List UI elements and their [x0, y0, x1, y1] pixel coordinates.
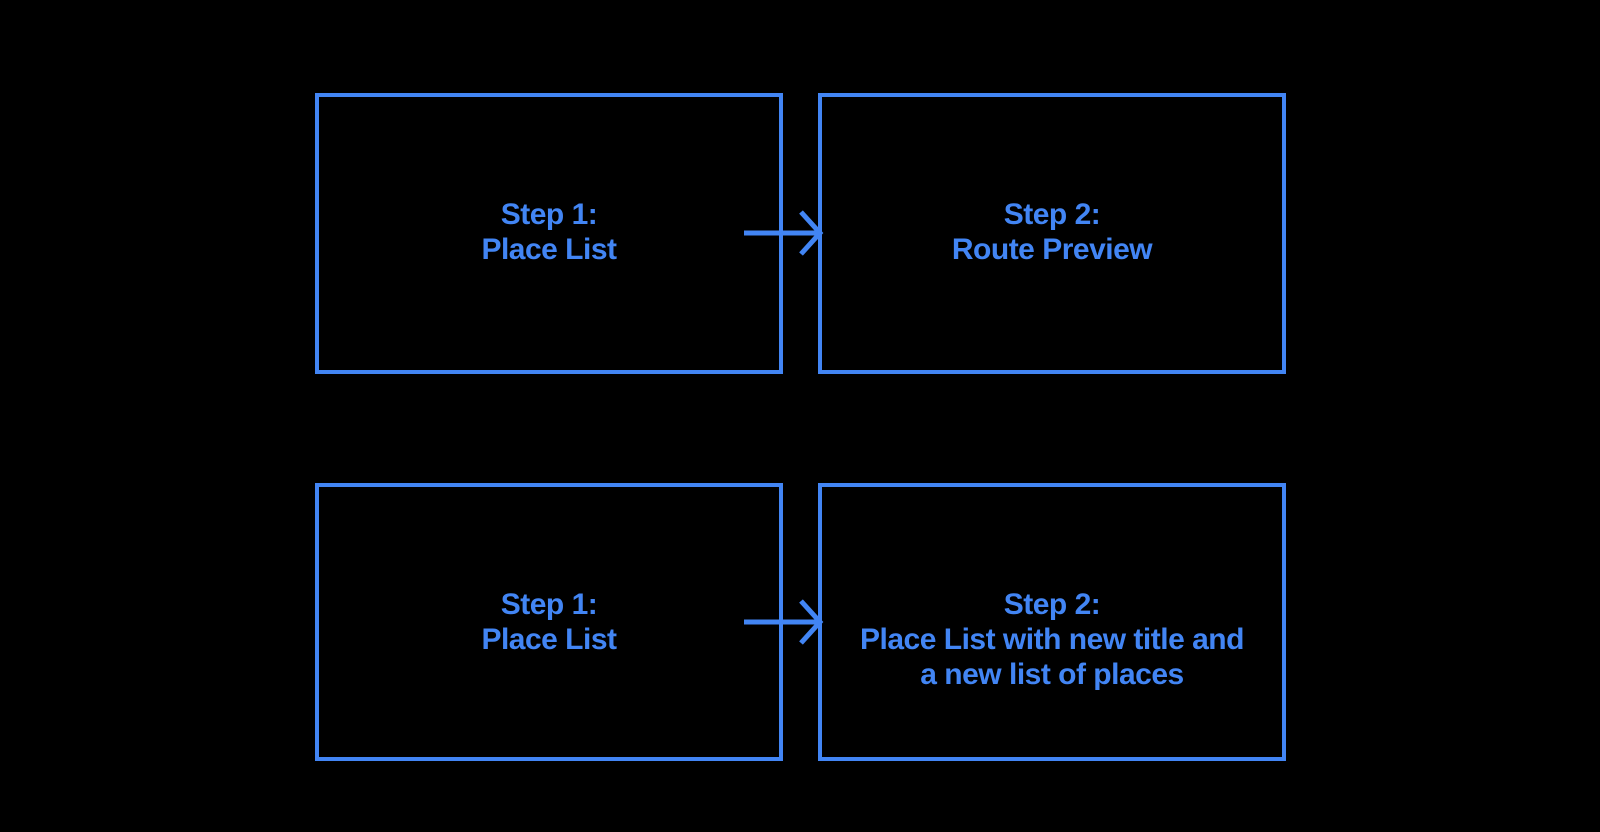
box-label-line: a new list of places: [920, 658, 1184, 691]
box-label-line: Place List: [481, 623, 617, 656]
box-label: Step 2: Place List with new title and a …: [822, 587, 1282, 692]
box-label: Step 1: Place List: [319, 197, 779, 267]
arrow-right-row2-icon: [744, 599, 824, 645]
box-label-line: Place List: [481, 233, 617, 266]
box-label-line: Step 2:: [1003, 198, 1101, 231]
box-step2-route-preview: Step 2: Route Preview: [818, 93, 1286, 374]
box-label-line: Step 1:: [500, 198, 598, 231]
box-step1-place-list-top: Step 1: Place List: [315, 93, 783, 374]
box-step1-place-list-bottom: Step 1: Place List: [315, 483, 783, 761]
box-label-line: Step 2:: [1003, 588, 1101, 621]
box-step2-place-list-new-title: Step 2: Place List with new title and a …: [818, 483, 1286, 761]
arrow-right-row1-icon: [744, 210, 824, 256]
box-label: Step 2: Route Preview: [822, 197, 1282, 267]
box-label-line: Place List with new title and: [860, 623, 1244, 656]
box-label: Step 1: Place List: [319, 587, 779, 657]
box-label-line: Route Preview: [951, 233, 1153, 266]
box-label-line: Step 1:: [500, 588, 598, 621]
